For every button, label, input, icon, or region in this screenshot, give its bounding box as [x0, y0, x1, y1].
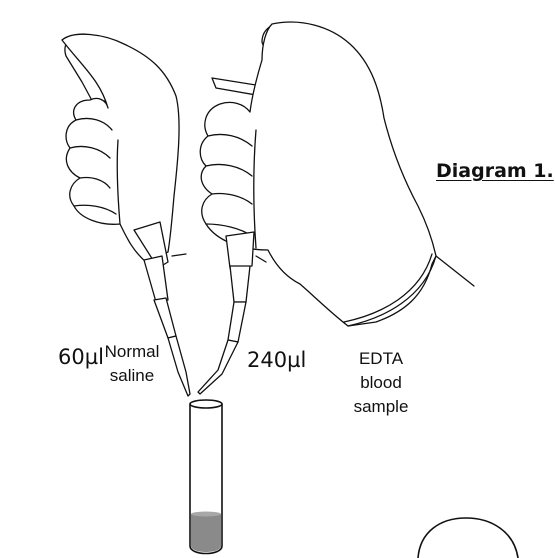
left-content-label: Normal saline [102, 340, 162, 388]
left-volume-label: 60µl [58, 345, 104, 369]
right-content-label: EDTA blood sample [348, 347, 414, 419]
left-content-line2: saline [102, 364, 162, 388]
right-pipette-tip [198, 340, 238, 394]
diagram-title: Diagram 1. [436, 160, 554, 182]
tube-contents [191, 514, 221, 552]
right-hand-pipette [198, 22, 474, 394]
circle-outline-partial [418, 518, 518, 558]
left-content-line1: Normal [102, 340, 162, 364]
right-content-line2: blood [348, 371, 414, 395]
right-content-line1: EDTA [348, 347, 414, 371]
test-tube [190, 400, 222, 554]
left-pipette-tip [168, 336, 190, 396]
right-volume-label: 240µl [247, 348, 306, 372]
right-pipette-body [226, 232, 254, 268]
right-content-line3: sample [348, 395, 414, 419]
